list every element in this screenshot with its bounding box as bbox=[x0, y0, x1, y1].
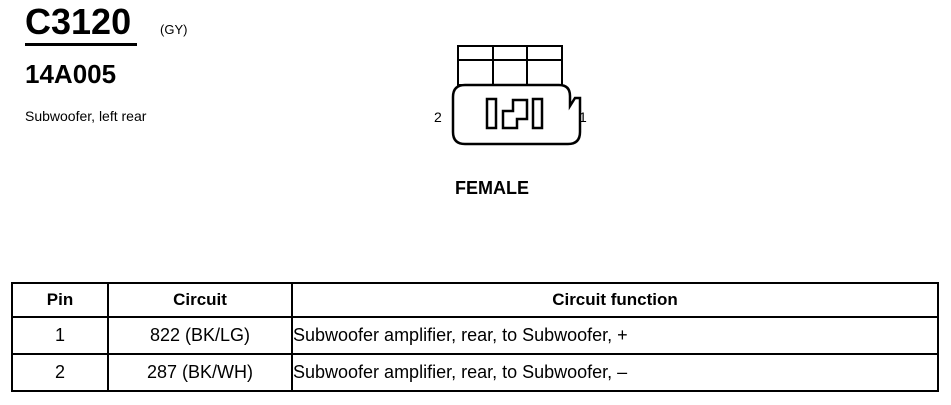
connector-face-diagram: 2 1 bbox=[434, 45, 587, 146]
header-circuit: Circuit bbox=[107, 282, 293, 318]
circuit-cell: 822 (BK/LG) bbox=[107, 316, 293, 355]
circuit-function-cell: Subwoofer amplifier, rear, to Subwoofer,… bbox=[291, 316, 939, 355]
connector-gender: FEMALE bbox=[455, 178, 529, 198]
table-row: 2 287 (BK/WH) Subwoofer amplifier, rear,… bbox=[11, 353, 939, 392]
keyway-cavity bbox=[501, 98, 529, 130]
pin-cavity-1 bbox=[531, 97, 544, 130]
pin-label-1: 1 bbox=[579, 109, 587, 125]
connector-id-underline bbox=[25, 43, 137, 46]
header-circuit-function: Circuit function bbox=[291, 282, 939, 318]
connector-body bbox=[451, 83, 582, 146]
connector-description: Subwoofer, left rear bbox=[25, 108, 147, 124]
connector-latch bbox=[457, 45, 563, 86]
connector-color: (GY) bbox=[160, 22, 188, 37]
circuit-cell: 287 (BK/WH) bbox=[107, 353, 293, 392]
pin-cell: 2 bbox=[11, 353, 109, 392]
pinout-table: Pin Circuit Circuit function 1 822 (BK/L… bbox=[11, 282, 939, 392]
part-number: 14A005 bbox=[25, 59, 117, 89]
table-row: 1 822 (BK/LG) Subwoofer amplifier, rear,… bbox=[11, 316, 939, 355]
table-header-row: Pin Circuit Circuit function bbox=[11, 282, 939, 318]
circuit-function-cell: Subwoofer amplifier, rear, to Subwoofer,… bbox=[291, 353, 939, 392]
connector-id: C3120 bbox=[25, 1, 132, 42]
pin-label-2: 2 bbox=[434, 109, 442, 125]
pin-cavity-2 bbox=[485, 97, 498, 130]
pin-cell: 1 bbox=[11, 316, 109, 355]
header-pin: Pin bbox=[11, 282, 109, 318]
